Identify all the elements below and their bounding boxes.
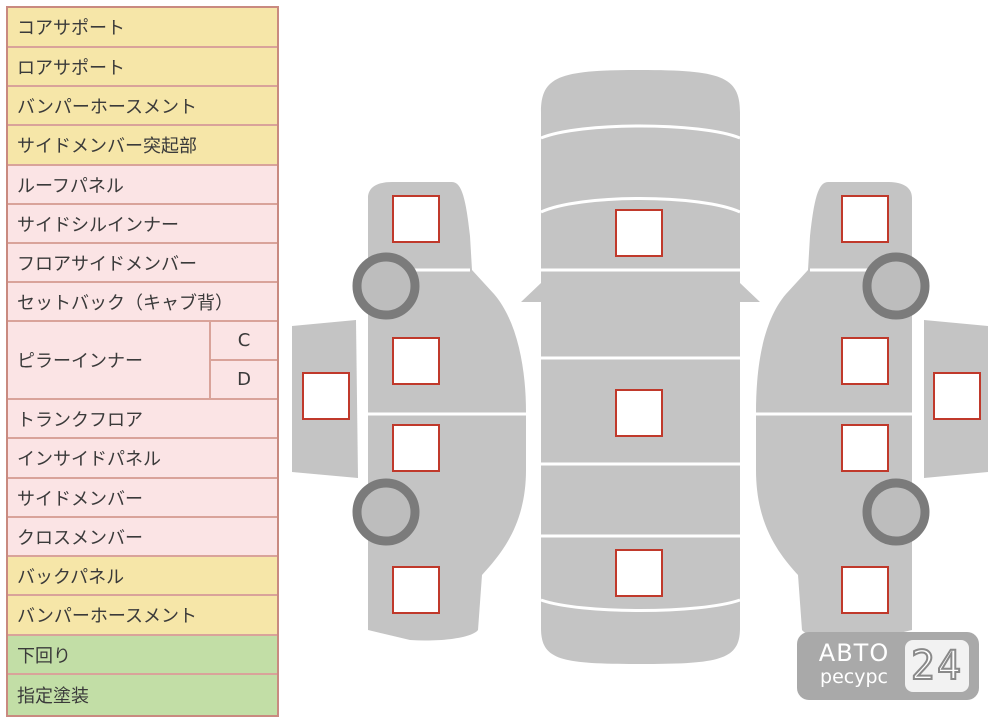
legend-pillar-sub-d: D [211,361,277,400]
legend-row-bumper-reinforcement-front: バンパーホースメント [8,87,277,126]
legend-row-inside-panel: インサイドパネル [8,439,277,479]
marker-left-door [302,372,350,420]
legend-row-cross-member: クロスメンバー [8,518,277,557]
legend-row-trunk-floor: トランクフロア [8,400,277,439]
marker-left-3 [392,424,440,472]
marker-left-1 [392,195,440,243]
tire-right-rear [862,478,930,546]
legend-row-bumper-reinforcement-rear: バンパーホースメント [8,596,277,636]
marker-right-2 [841,337,889,385]
watermark-text: АВТО ресурс [807,640,901,692]
car-top-view [521,70,760,664]
marker-center-3 [615,549,663,597]
marker-right-3 [841,424,889,472]
watermark-brand: АВТО [818,639,890,667]
car-left-side-view [368,182,526,641]
marker-center-2 [615,389,663,437]
legend-table: コアサポート ロアサポート バンパーホースメント サイドメンバー突起部 ルーフパ… [6,6,279,717]
watermark-number: 24 [905,640,969,692]
legend-row-side-member-protrusion: サイドメンバー突起部 [8,126,277,166]
watermark-subtitle: ресурс [820,666,888,688]
marker-right-4 [841,566,889,614]
legend-row-core-support: コアサポート [8,8,277,48]
legend-pillar-sub-c: C [211,322,277,361]
legend-row-setback: セットバック（キャブ背） [8,283,277,322]
legend-row-roof-panel: ルーフパネル [8,166,277,205]
marker-center-1 [615,209,663,257]
legend-row-side-member: サイドメンバー [8,479,277,518]
legend-row-floor-side-member: フロアサイドメンバー [8,244,277,283]
tire-right-front [862,252,930,320]
marker-left-2 [392,337,440,385]
legend-row-back-panel: バックパネル [8,557,277,596]
legend-row-side-sill-inner: サイドシルインナー [8,205,277,244]
tire-left-front [352,252,420,320]
tire-left-rear [352,478,420,546]
marker-right-door [933,372,981,420]
legend-row-pillar-inner: ピラーインナー [8,322,211,400]
marker-left-4 [392,566,440,614]
watermark-logo: АВТО ресурс 24 [797,632,979,700]
legend-row-underbody: 下回り [8,636,277,675]
legend-row-lower-support: ロアサポート [8,48,277,87]
marker-right-1 [841,195,889,243]
legend-row-specified-paint: 指定塗装 [8,675,277,715]
